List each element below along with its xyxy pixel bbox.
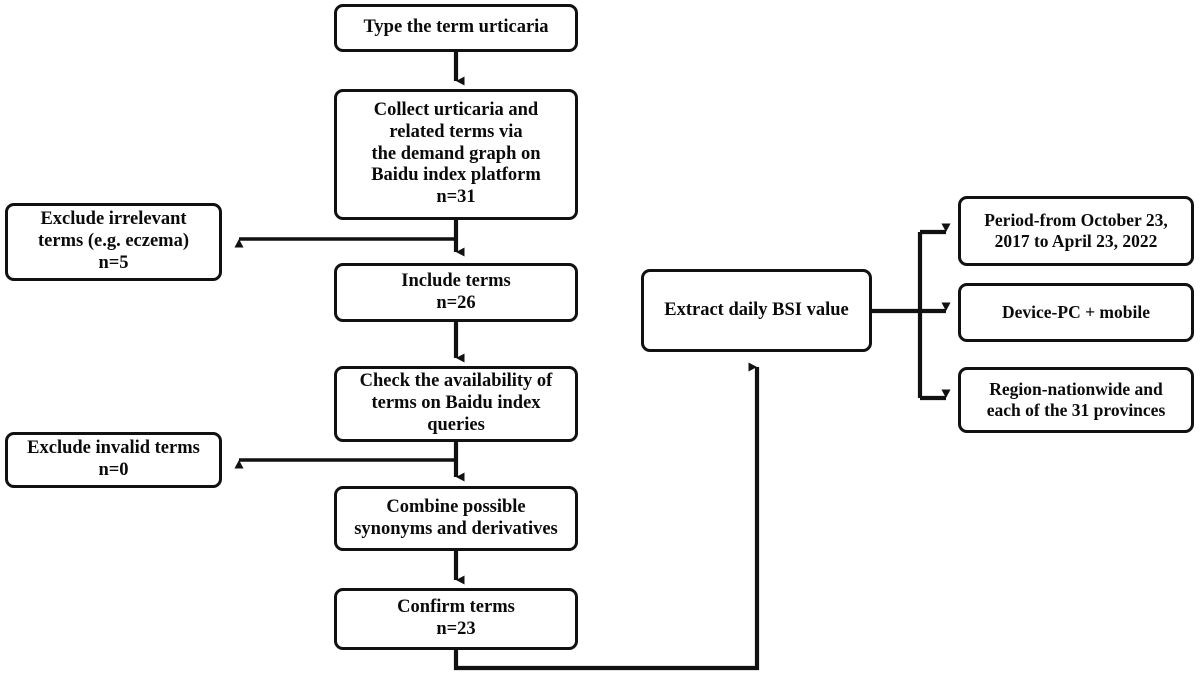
node-extract-bsi-label: Extract daily BSI value: [664, 299, 849, 320]
node-type-term-label: Type the term urticaria: [363, 17, 549, 38]
node-check-availability-label: Check the availability of terms on Baidu…: [359, 371, 553, 435]
node-combine-synonyms-label: Combine possible synonyms and derivative…: [354, 496, 558, 539]
node-collect-terms-label: Collect urticaria and related terms via …: [371, 99, 541, 208]
node-exclude-invalid-label: Exclude invalid terms n=0: [27, 438, 200, 480]
node-confirm-terms[interactable]: Confirm terms n=23: [334, 588, 578, 650]
node-collect-terms[interactable]: Collect urticaria and related terms via …: [334, 89, 578, 220]
node-period-label: Period-from October 23, 2017 to April 23…: [984, 210, 1168, 251]
node-region-label: Region-nationwide and each of the 31 pro…: [986, 379, 1166, 420]
node-device[interactable]: Device-PC + mobile: [958, 283, 1194, 342]
node-combine-synonyms[interactable]: Combine possible synonyms and derivative…: [334, 486, 578, 551]
node-exclude-irrelevant-label: Exclude irrelevant terms (e.g. eczema) n…: [38, 209, 189, 273]
node-exclude-invalid[interactable]: Exclude invalid terms n=0: [5, 432, 222, 488]
node-include-terms-label: Include terms n=26: [401, 270, 511, 313]
node-include-terms[interactable]: Include terms n=26: [334, 263, 578, 322]
node-extract-bsi[interactable]: Extract daily BSI value: [641, 269, 872, 352]
node-confirm-terms-label: Confirm terms n=23: [397, 597, 515, 639]
node-exclude-irrelevant[interactable]: Exclude irrelevant terms (e.g. eczema) n…: [5, 203, 222, 281]
node-device-label: Device-PC + mobile: [1002, 302, 1150, 323]
node-type-term[interactable]: Type the term urticaria: [334, 4, 578, 52]
node-check-availability[interactable]: Check the availability of terms on Baidu…: [334, 366, 578, 442]
node-period[interactable]: Period-from October 23, 2017 to April 23…: [958, 196, 1194, 266]
node-region[interactable]: Region-nationwide and each of the 31 pro…: [958, 367, 1194, 433]
